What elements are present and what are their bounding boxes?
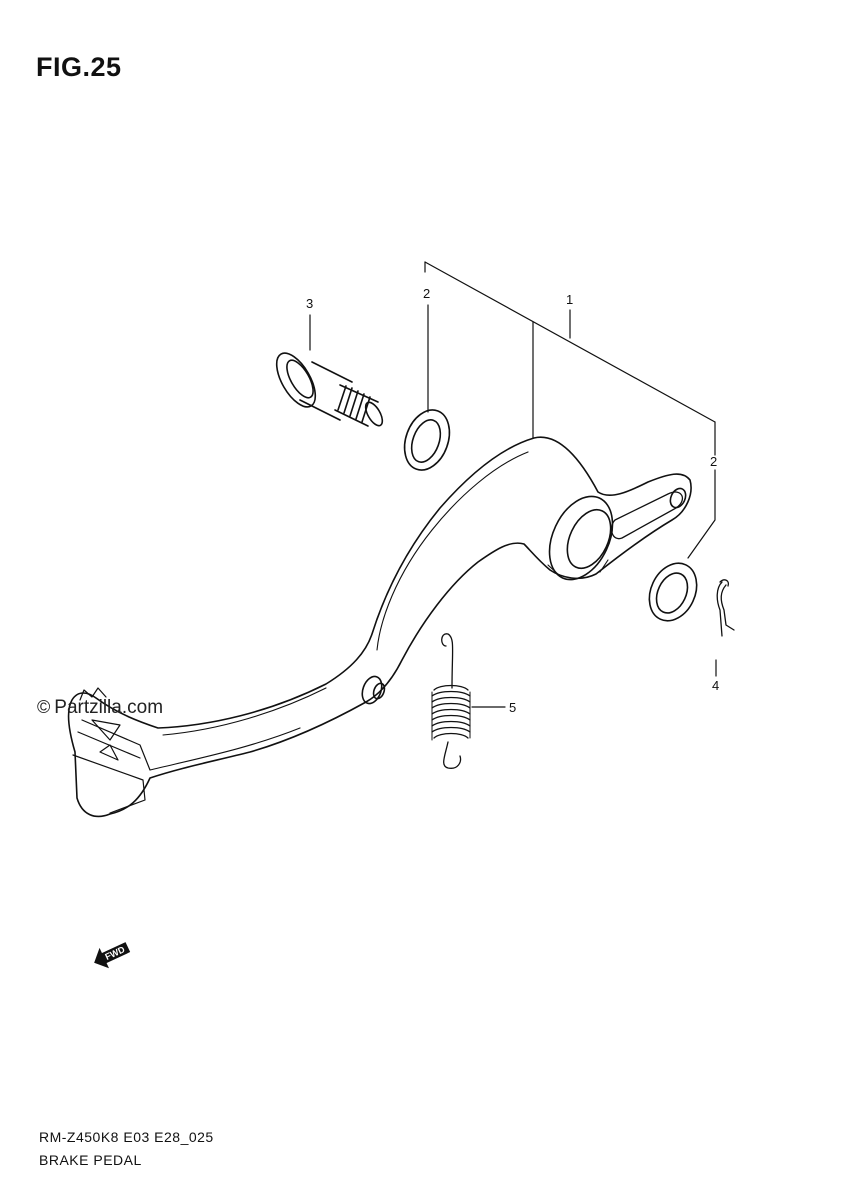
cotter-pin-part [716,579,735,637]
callout-3: 3 [306,296,313,311]
watermark-text: Partzilla.com [54,697,164,718]
brake-pedal-arm-part [67,436,692,818]
callout-5: 5 [509,700,516,715]
fwd-arrow-icon: FWD [94,942,131,969]
diagram-caption: BRAKE PEDAL [39,1152,142,1168]
model-code: RM-Z450K8 E03 E28_025 [39,1129,214,1145]
figure-title: FIG.25 [36,52,122,82]
washer-part-right [648,562,698,622]
leader-lines [309,261,717,708]
callout-2-right: 2 [710,454,717,469]
callout-4: 4 [712,678,719,693]
callout-2-left: 2 [423,286,430,301]
return-spring-part [431,633,471,769]
callout-1: 1 [566,292,573,307]
washer-part-left [403,409,451,471]
copyright-icon: © [37,697,51,717]
watermark: ©Partzilla.com [37,697,163,719]
pivot-bolt-part [275,352,384,427]
